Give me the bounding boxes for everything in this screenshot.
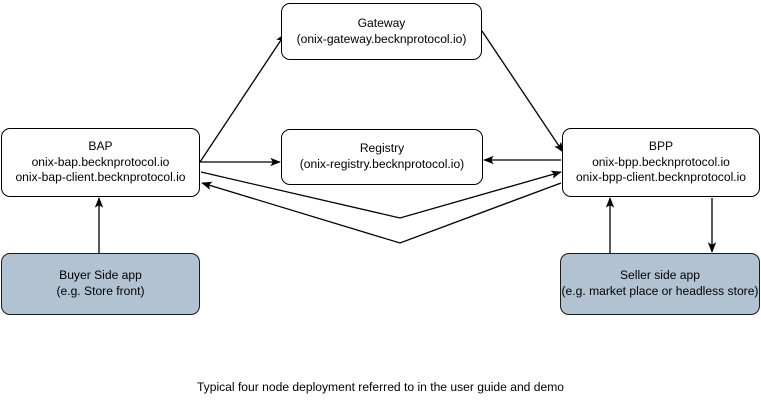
node-registry-title: Registry [359, 141, 405, 156]
node-seller-side-app[interactable]: Seller side app (e.g. market place or he… [560, 253, 760, 315]
node-buyer-side-app-title: Buyer Side app [59, 268, 142, 283]
node-registry[interactable]: Registry (onix-registry.becknprotocol.io… [281, 129, 483, 185]
node-gateway-title: Gateway [357, 15, 406, 30]
node-seller-side-app-title: Seller side app [619, 268, 700, 283]
node-bap[interactable]: BAP onix-bap.becknprotocol.io onix-bap-c… [1, 128, 200, 197]
node-bap-title: BAP [88, 138, 113, 153]
node-gateway-subtitle: (onix-gateway.becknprotocol.io) [296, 31, 467, 46]
node-bap-host: onix-bap.becknprotocol.io [31, 154, 170, 169]
node-buyer-side-app-subtitle: (e.g. Store front) [56, 284, 145, 298]
node-registry-subtitle: (onix-registry.becknprotocol.io) [299, 157, 465, 171]
node-seller-side-app-subtitle: (e.g. market place or headless store) [561, 284, 759, 298]
node-bpp-client-host: onix-bpp-client.becknprotocol.io [575, 170, 747, 185]
diagram-caption: Typical four node deployment referred to… [196, 380, 565, 394]
edge-bpp-to-bap [201, 181, 562, 244]
edge-bap-to-gateway [199, 33, 286, 163]
node-gateway[interactable]: Gateway (onix-gateway.becknprotocol.io) [281, 3, 482, 60]
node-bpp-host: onix-bpp.becknprotocol.io [592, 154, 730, 169]
edge-gateway-to-bpp [481, 30, 564, 153]
node-bpp[interactable]: BPP onix-bpp.becknprotocol.io onix-bpp-c… [562, 128, 760, 197]
node-bap-client-host: onix-bap-client.becknprotocol.io [15, 170, 186, 185]
node-buyer-side-app[interactable]: Buyer Side app (e.g. Store front) [1, 253, 200, 315]
node-bpp-title: BPP [648, 138, 674, 153]
